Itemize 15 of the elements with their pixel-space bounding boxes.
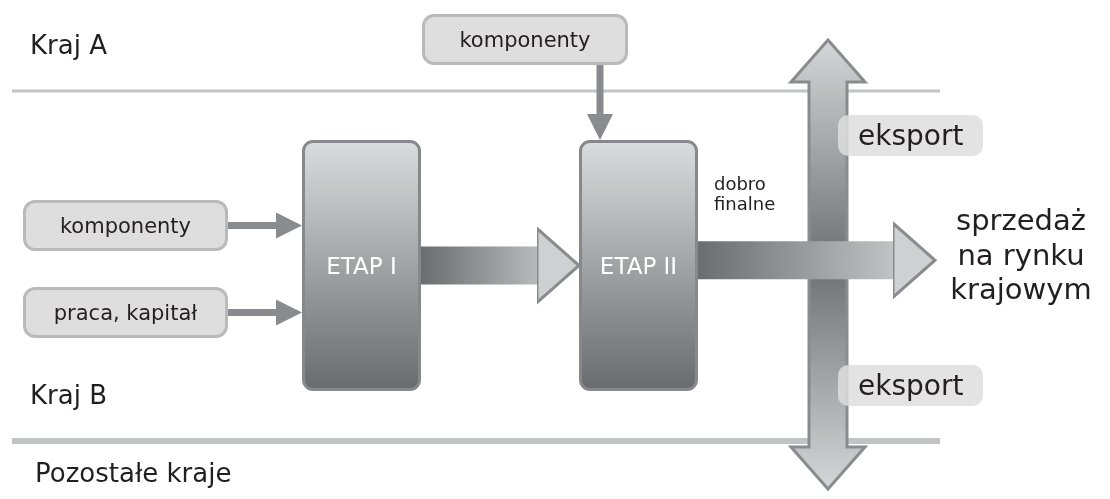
outcome-text: sprzedaż na rynku krajowym [935, 168, 1107, 342]
stage-box: ETAP II [579, 140, 698, 391]
export-label: eksport [838, 115, 984, 156]
input-box: komponenty [422, 14, 628, 65]
arrow [421, 227, 581, 304]
region-label: Kraj B [30, 380, 107, 410]
arrow [228, 299, 302, 326]
stage-box: ETAP I [302, 140, 421, 391]
input-box: komponenty [23, 200, 228, 251]
export-label: eksport [838, 365, 984, 406]
input-box: praca, kapitał [23, 287, 228, 338]
region-label: Kraj A [30, 30, 107, 60]
arrow [587, 65, 613, 140]
arrow [698, 221, 937, 299]
region-label: Pozostałe kraje [35, 458, 232, 488]
